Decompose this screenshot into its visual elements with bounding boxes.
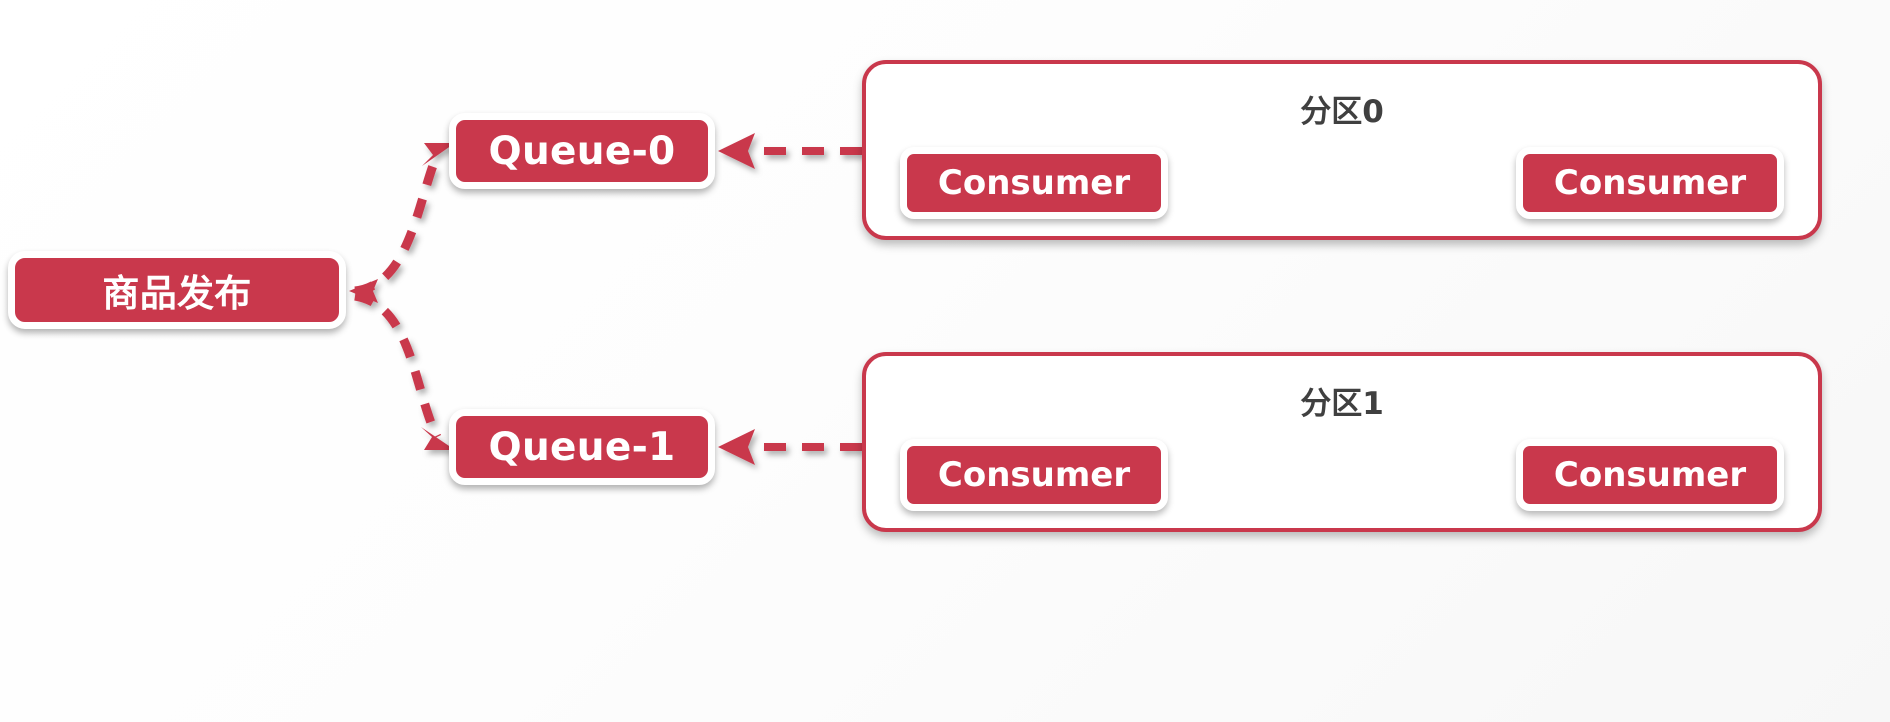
arrowhead-publisher <box>349 279 378 303</box>
node-product-publish-label: 商品发布 <box>102 272 252 315</box>
partition-container-1[interactable]: 分区1 Consumer Consumer <box>862 352 1822 532</box>
edge-publish-to-queue-1 <box>354 291 442 439</box>
node-queue-1[interactable]: Queue-1 <box>449 409 715 485</box>
arrowhead-queue-0-left <box>718 133 755 169</box>
partition-0-consumer-row: Consumer Consumer <box>900 147 1784 219</box>
node-queue-0-label: Queue-0 <box>488 128 676 174</box>
partition-0-label: 分区0 <box>1300 94 1384 130</box>
node-queue-0[interactable]: Queue-0 <box>449 113 715 189</box>
node-consumer-p1-0[interactable]: Consumer <box>900 439 1168 511</box>
partition-1-consumer-row: Consumer Consumer <box>900 439 1784 511</box>
arrowhead-queue-1-left <box>718 429 755 465</box>
node-consumer-p1-1[interactable]: Consumer <box>1516 439 1784 511</box>
node-consumer-p0-0-label: Consumer <box>937 163 1131 203</box>
node-consumer-p0-1-label: Consumer <box>1553 163 1747 203</box>
node-consumer-p1-1-label: Consumer <box>1553 455 1747 495</box>
node-consumer-p0-1[interactable]: Consumer <box>1516 147 1784 219</box>
node-product-publish[interactable]: 商品发布 <box>8 251 346 329</box>
partition-1-label: 分区1 <box>1300 386 1384 422</box>
node-queue-1-label: Queue-1 <box>488 424 676 470</box>
node-consumer-p1-0-label: Consumer <box>937 455 1131 495</box>
node-consumer-p0-0[interactable]: Consumer <box>900 147 1168 219</box>
edge-publish-to-queue-0 <box>354 153 442 296</box>
partition-container-0[interactable]: 分区0 Consumer Consumer <box>862 60 1822 240</box>
